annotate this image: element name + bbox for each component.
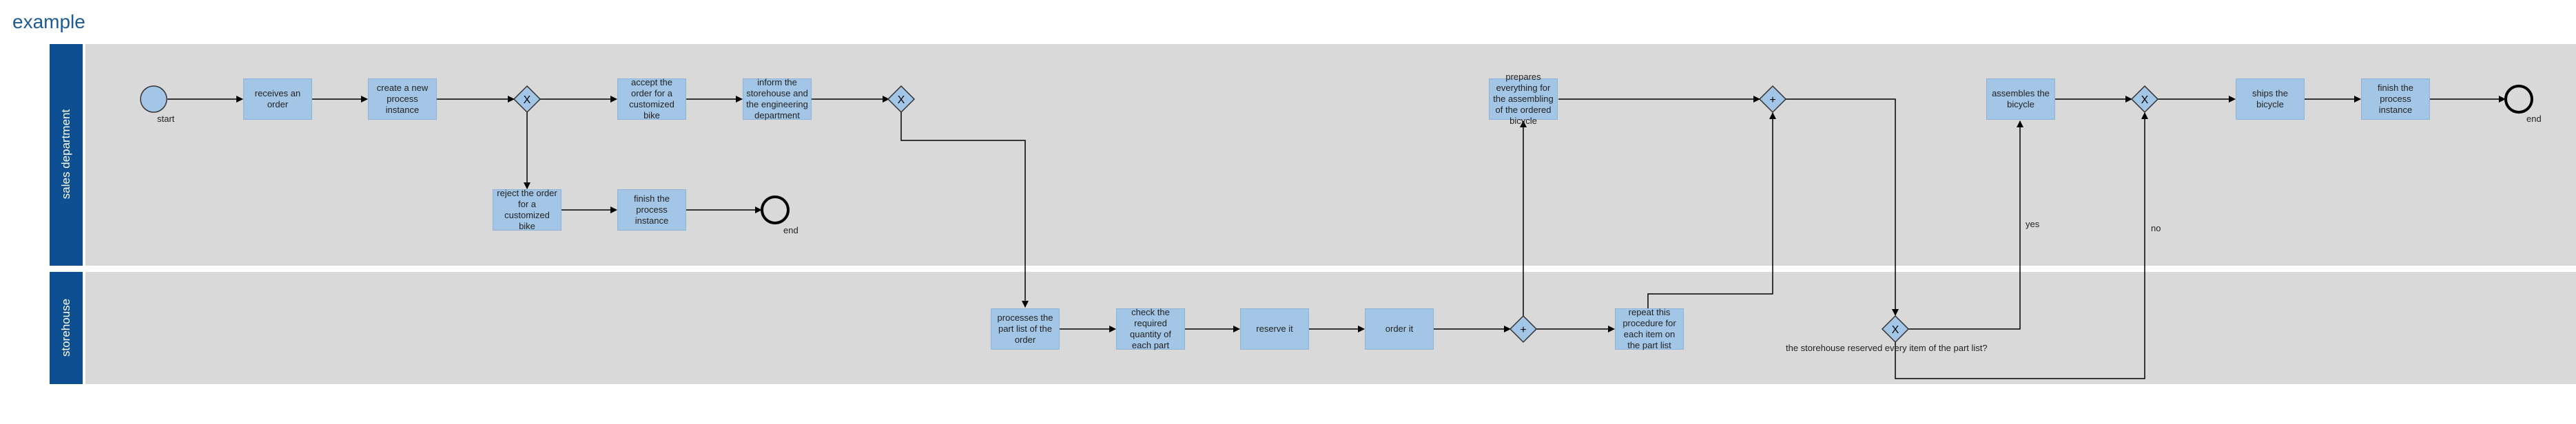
end-event-reject[interactable] [761,195,790,224]
flow-label-yes: yes [2026,219,2040,229]
task-check-quantity[interactable]: check the required quantity of each part [1116,307,1185,350]
gateway-g1[interactable]: X [513,85,542,114]
task-create-process-instance[interactable]: create a new process instance [368,78,437,120]
gateway-g4[interactable]: X [2130,85,2159,114]
start-event-label: start [157,114,175,124]
gateway-question-label: the storehouse reserved every item of th… [1786,343,1988,353]
start-event[interactable] [140,85,167,113]
lane-sales-header[interactable]: sales department [50,44,83,266]
task-accept-order[interactable]: accept the order for a customized bike [617,77,686,120]
gateway-g2-symbol: X [898,94,905,106]
task-order-it[interactable]: order it [1365,308,1434,350]
diagram-canvas: X X + X + X [140,85,2533,379]
diagram-title: example [12,11,85,32]
gateway-g2[interactable]: X [887,85,916,114]
task-finish-reject[interactable]: finish the process instance [617,189,686,231]
lane-storehouse-background [85,272,2576,384]
end-event-reject-label: end [783,225,798,235]
gateway-g5[interactable]: + [1509,315,1538,343]
sequence-flows [167,96,2506,379]
gateway-g1-symbol: X [524,94,531,106]
gateway-g6-symbol: X [1892,324,1899,336]
task-assembles-bicycle[interactable]: assembles the bicycle [1986,78,2055,120]
task-inform-storehouse[interactable]: inform the storehouse and the engineerin… [743,77,812,120]
gateway-g4-symbol: X [2141,94,2149,106]
gateway-g5-symbol: + [1520,324,1526,336]
task-ships-bicycle[interactable]: ships the bicycle [2236,78,2305,120]
task-reject-order[interactable]: reject the order for a customized bike [493,188,561,231]
end-event-main-label: end [2526,114,2542,124]
gateway-g3-symbol: + [1769,94,1775,106]
end-event-main[interactable] [2504,85,2533,114]
task-processes-part-list[interactable]: processes the part list of the order [991,308,1060,350]
lane-storehouse-header[interactable]: storehouse [50,272,83,384]
task-prepares-everything[interactable]: prepares everything for the assembling o… [1489,72,1558,126]
task-finish-main[interactable]: finish the process instance [2361,78,2430,120]
gateway-g6[interactable]: X [1881,315,1910,343]
flow-label-no: no [2151,223,2161,233]
task-receives-order[interactable]: receives an order [243,78,312,120]
gateway-g3[interactable]: + [1758,85,1787,114]
task-reserve-it[interactable]: reserve it [1240,308,1309,350]
task-repeat-procedure[interactable]: repeat this procedure for each item on t… [1615,307,1684,350]
